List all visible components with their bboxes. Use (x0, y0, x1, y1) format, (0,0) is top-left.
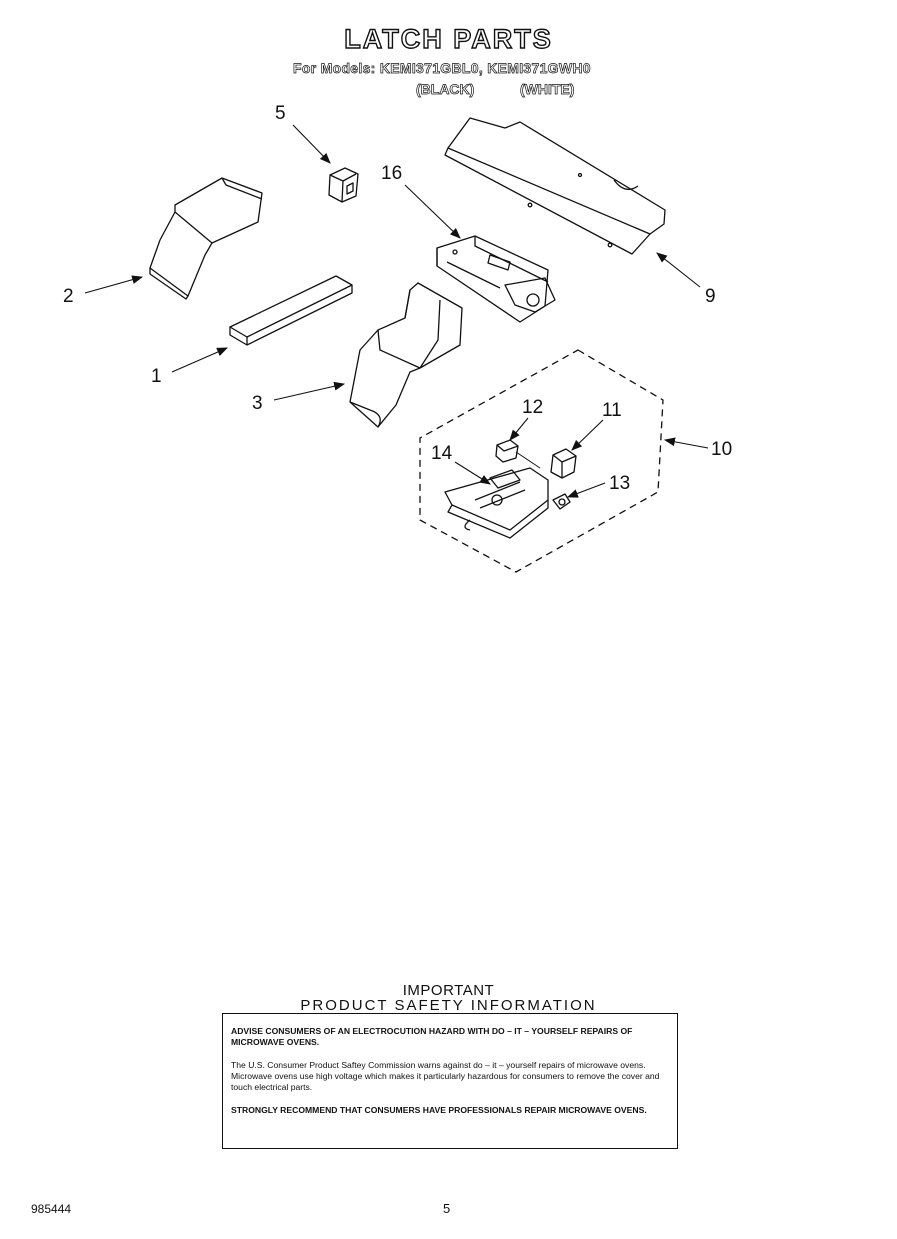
callout-11: 11 (602, 400, 622, 421)
callout-5: 5 (275, 103, 286, 124)
part-1-bar-drawing (229, 275, 353, 346)
part-3-shield-drawing (349, 282, 463, 428)
part-10-assembly-outline (419, 349, 664, 573)
safety-paragraph-commission: The U.S. Consumer Product Saftey Commiss… (231, 1060, 660, 1092)
page-title: LATCH PARTS (344, 23, 553, 54)
safety-paragraph-warning: ADVISE CONSUMERS OF AN ELECTROCUTION HAZ… (231, 1026, 633, 1047)
callout-3: 3 (252, 393, 263, 414)
model-numbers: For Models: KEMI371GBL0, KEMI371GWH0 (293, 60, 591, 77)
callout-1: 1 (151, 366, 162, 387)
variant-white-label: (WHITE) (520, 81, 575, 98)
callout-14: 14 (431, 443, 453, 464)
part-2-cover-drawing (149, 177, 263, 300)
safety-subheading: PRODUCT SAFETY INFORMATION (300, 997, 597, 1014)
callout-9: 9 (705, 286, 716, 307)
part-16-latch-assembly-drawing (436, 235, 556, 323)
variant-black-label: (BLACK) (416, 81, 475, 98)
safety-information-box: ADVISE CONSUMERS OF AN ELECTROCUTION HAZ… (222, 1013, 678, 1149)
part-12-switch-drawing (495, 439, 541, 469)
part-5-switch-drawing (328, 167, 359, 203)
callout-2: 2 (63, 286, 74, 307)
part-14-actuator-drawing (489, 469, 521, 506)
callout-12: 12 (522, 397, 544, 418)
part-13-connector-drawing (552, 493, 571, 510)
safety-paragraph-recommend: STRONGLY RECOMMEND THAT CONSUMERS HAVE P… (231, 1105, 647, 1115)
part-9-bracket-drawing (444, 117, 666, 255)
safety-heading: IMPORTANT (402, 982, 495, 999)
document-number: 985444 (31, 1202, 72, 1216)
callout-16: 16 (381, 163, 403, 184)
callout-13: 13 (609, 473, 631, 494)
leader-lines (84, 124, 709, 498)
page-number: 5 (443, 1201, 451, 1216)
base-plate-drawing (444, 467, 549, 539)
callout-10: 10 (711, 439, 733, 460)
part-11-switch-drawing (550, 448, 577, 479)
